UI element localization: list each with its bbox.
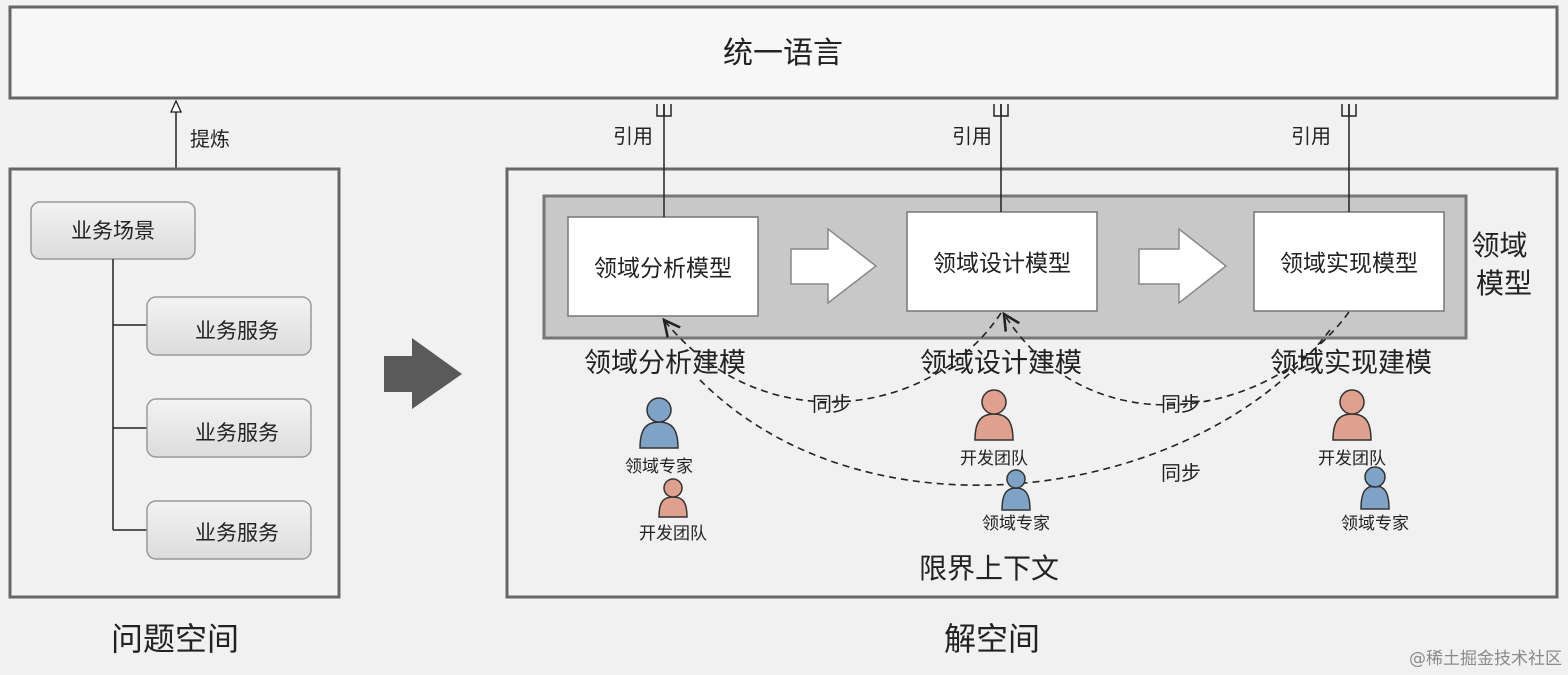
model-label: 领域实现模型 xyxy=(1280,251,1418,277)
dev-team-person-icon xyxy=(658,478,688,518)
reference-label: 引用 xyxy=(613,124,653,148)
domain-expert-person-icon xyxy=(639,397,679,449)
activity-label: 领域设计建模 xyxy=(920,348,1082,379)
role-label: 开发团队 xyxy=(1318,449,1386,469)
solution-space-title: 解空间 xyxy=(944,620,1040,658)
ubiquitous-language-box: 统一语言 xyxy=(8,5,1559,100)
role-label: 领域专家 xyxy=(982,514,1050,534)
sync-curves xyxy=(664,311,1350,486)
reference-fork-icon xyxy=(1341,104,1357,117)
domain-model-label: 领域 模型 xyxy=(1472,229,1537,300)
reference-connectors: 引用 引用 引用 xyxy=(613,104,1357,217)
problem-space-title: 问题空间 xyxy=(111,620,239,658)
reference-label: 引用 xyxy=(952,124,992,148)
sync-curve xyxy=(699,329,1331,486)
solution-space-box: 领域分析模型 领域设计模型 领域实现模型 领域 模型 xyxy=(505,167,1559,599)
model-flow-arrow-icon xyxy=(1138,227,1228,305)
sync-curve xyxy=(664,312,1002,403)
role-label: 领域专家 xyxy=(625,457,693,477)
sync-label: 同步 xyxy=(812,392,852,416)
business-service-box xyxy=(146,500,312,560)
reference-fork-icon xyxy=(656,104,672,117)
ubiquitous-language-label: 统一语言 xyxy=(723,36,843,71)
refine-connector: 提炼 xyxy=(169,99,230,168)
role-label: 开发团队 xyxy=(960,449,1028,469)
business-service-box xyxy=(146,398,312,458)
bounded-context-label: 限界上下文 xyxy=(919,552,1059,585)
sync-label: 同步 xyxy=(1161,461,1201,485)
transition-arrow-icon xyxy=(384,338,462,409)
business-service-label: 业务服务 xyxy=(195,421,279,445)
domain-expert-person-icon xyxy=(1001,469,1031,511)
role-label: 开发团队 xyxy=(639,524,707,544)
reference-fork-icon xyxy=(993,104,1009,117)
reference-label: 引用 xyxy=(1291,124,1331,148)
activity-label: 领域分析建模 xyxy=(584,348,746,379)
activity-label: 领域实现建模 xyxy=(1270,348,1432,379)
model-label: 领域设计模型 xyxy=(933,251,1071,277)
model-flow-arrow-icon xyxy=(790,227,878,305)
model-box xyxy=(906,211,1098,312)
problem-space-box: 业务场景 业务服务 业务服务 业务服务 xyxy=(8,167,341,599)
model-box xyxy=(1253,211,1445,312)
business-service-label: 业务服务 xyxy=(195,521,279,545)
role-label: 领域专家 xyxy=(1341,514,1409,534)
model-box xyxy=(567,216,759,317)
refine-arrowhead-icon xyxy=(169,99,183,113)
domain-expert-person-icon xyxy=(1360,466,1390,510)
dev-team-person-icon xyxy=(974,389,1014,441)
business-service-label: 业务服务 xyxy=(195,319,279,343)
dev-team-person-icon xyxy=(1332,389,1372,441)
sync-label: 同步 xyxy=(1161,392,1201,416)
business-scenario-label: 业务场景 xyxy=(71,219,155,243)
model-label: 领域分析模型 xyxy=(594,256,732,282)
watermark: @稀土掘金技术社区 xyxy=(1409,649,1562,669)
refine-label: 提炼 xyxy=(190,127,230,151)
business-service-box xyxy=(146,296,312,356)
